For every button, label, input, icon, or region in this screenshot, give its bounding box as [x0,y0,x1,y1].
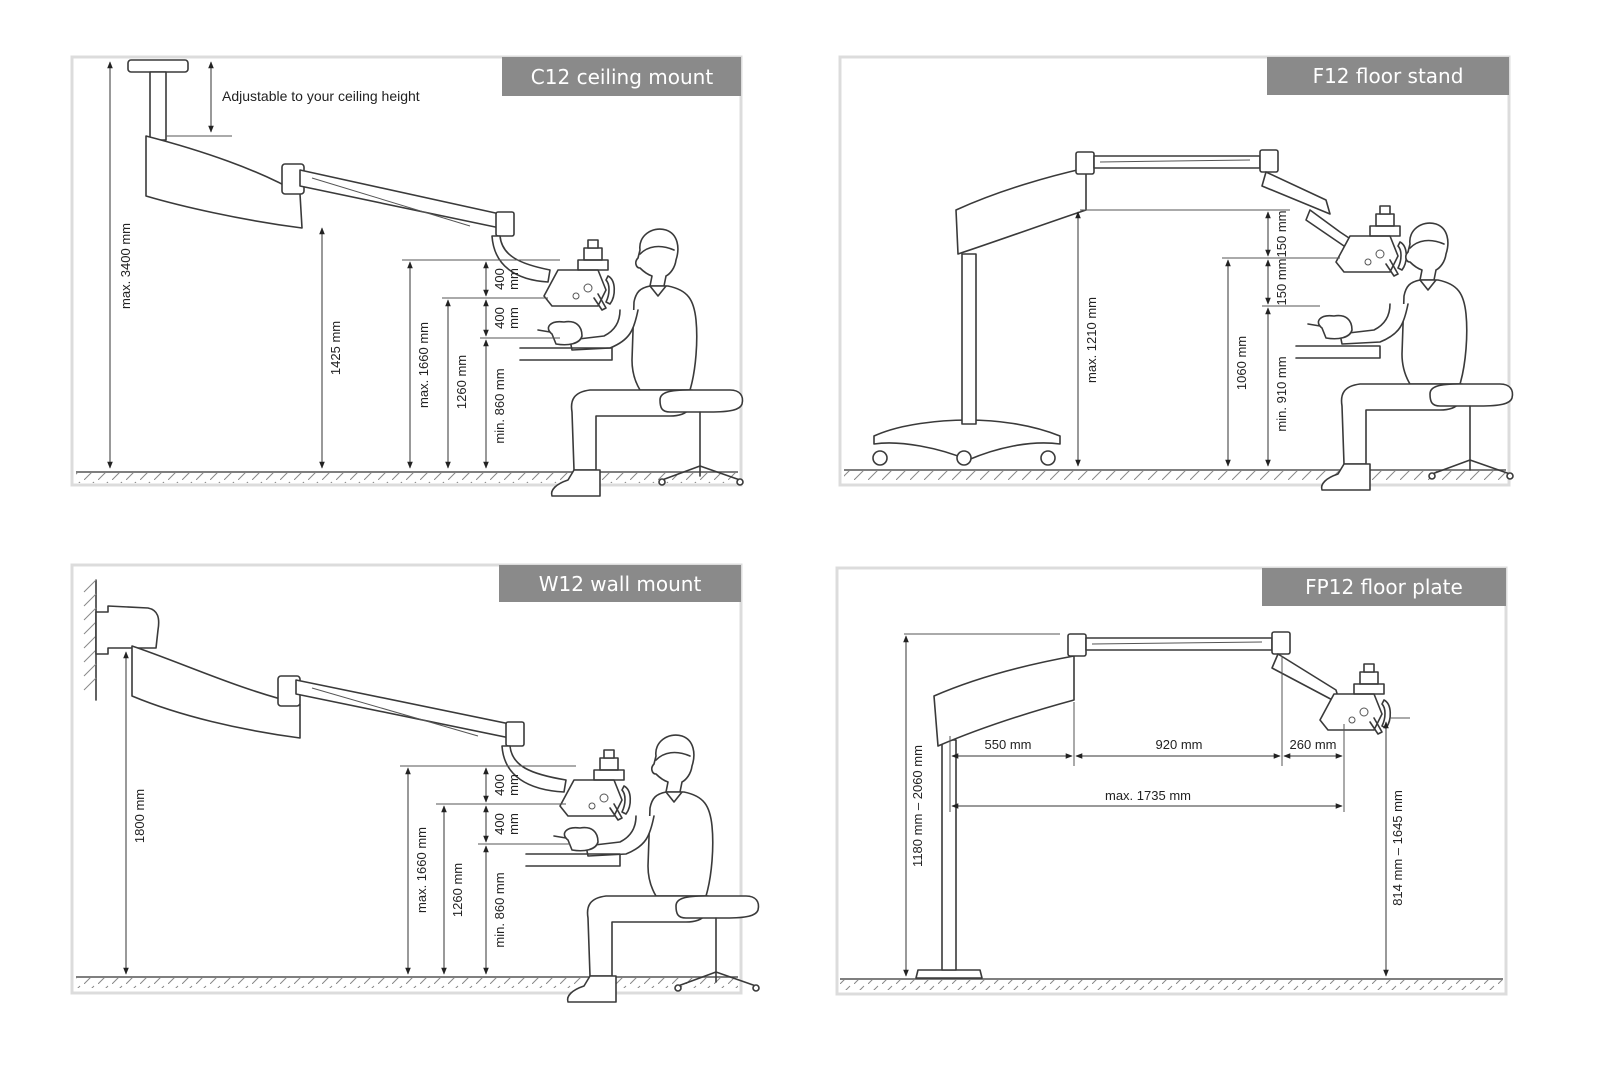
carrier-arm [145,135,303,229]
panel-title: F12 floor stand [1313,64,1464,88]
parallel-arm [299,169,501,229]
carrier-arm [131,645,301,739]
adjustable-note: Adjustable to your ceiling height [222,88,420,104]
panel-w12: W12 wall mount 1800 mm max. 1660 mm [70,563,760,1003]
dim-max-3400: max. 3400 mm [118,223,133,309]
panel-frame [838,55,1511,487]
arm-end-joint [1259,149,1279,173]
floor-hatch [844,471,1506,481]
dim-min-860: min. 860 mm [492,872,507,947]
dim-400-bottom-unit: mm [506,813,521,835]
dim-max-1210: max. 1210 mm [1084,297,1099,383]
dim-1260: 1260 mm [450,863,465,917]
dim-400-top: 400 [492,774,507,796]
dim-400-bottom-unit: mm [506,307,521,329]
panel-title: C12 ceiling mount [531,65,714,89]
wheel [956,450,972,466]
ceiling-column [149,71,167,141]
panel-frame [70,563,743,995]
panel-title-bg [502,57,741,96]
wheel [872,450,888,466]
desk [525,853,621,867]
microscope-head [1335,205,1408,277]
floor-hatch [76,978,738,988]
parallel-arm [295,679,511,739]
arm-end-joint [495,211,515,237]
panel-title: W12 wall mount [539,572,702,596]
dim-min-910: min. 910 mm [1274,356,1289,431]
arm-end-joint [1271,631,1291,655]
dim-150-bottom: 150 mm [1274,259,1289,306]
floor-hatch [840,980,1503,990]
dim-150-top: 150 mm [1274,211,1289,258]
arm-end-joint [505,721,525,747]
dim-1260: 1260 mm [454,355,469,409]
panel-title-bg [1262,568,1506,606]
dim-1800: 1800 mm [132,789,147,843]
dim-min-860: min. 860 mm [492,368,507,443]
panel-c12: C12 ceiling mount Adjustable to your cei… [70,55,744,497]
dim-max-1660: max. 1660 mm [414,827,429,913]
desk [1295,345,1381,359]
dim-height-range: 1180 mm – 2060 mm [910,745,925,867]
dim-400-top: 400 [492,268,507,290]
stand-column [961,253,977,425]
wheel [1040,450,1056,466]
microscope-head [559,749,632,821]
dim-400-bottom: 400 [492,307,507,329]
carrier-arm [933,655,1075,747]
wall-bracket [95,605,160,655]
dim-400-top-unit: mm [506,774,521,796]
panel-title: FP12 floor plate [1305,575,1463,599]
panel-fp12: FP12 floor plate 1180 mm – 2060 mm 550 m… [835,566,1508,996]
dim-1060: 1060 mm [1234,336,1249,390]
dim-400-bottom: 400 [492,813,507,835]
dim-920: 920 mm [1156,737,1203,752]
floor-plate [915,969,983,979]
dim-550: 550 mm [985,737,1032,752]
dim-max-1660: max. 1660 mm [416,322,431,408]
carrier-arm [955,167,1087,255]
arm-joint [1067,633,1087,657]
microscope-head [543,239,616,311]
microscope-head [1319,663,1392,735]
scope-bracket [1305,209,1353,247]
dim-scope-range: 814 mm – 1645 mm [1390,790,1405,906]
panel-frame [70,55,743,487]
column [941,739,957,971]
panel-title-bg [499,565,741,602]
lower-arm [1261,171,1331,215]
seated-operator [553,734,760,1003]
panel-f12: F12 floor stand max. 1210 mm 1060 mm [838,55,1514,491]
ceiling-plate [127,59,189,73]
desk [519,347,613,361]
floor-hatch [76,473,738,483]
seated-operator [537,228,744,497]
arm-joint [1075,151,1095,175]
dim-max-1735: max. 1735 mm [1105,788,1191,803]
stand-base [873,419,1061,461]
dim-400-top-unit: mm [506,268,521,290]
panel-frame [835,566,1508,996]
scope-bracket [491,235,551,283]
scope-bracket [501,745,567,793]
dim-260: 260 mm [1290,737,1337,752]
panel-title-bg [1267,57,1509,95]
dim-1425: 1425 mm [328,321,343,375]
